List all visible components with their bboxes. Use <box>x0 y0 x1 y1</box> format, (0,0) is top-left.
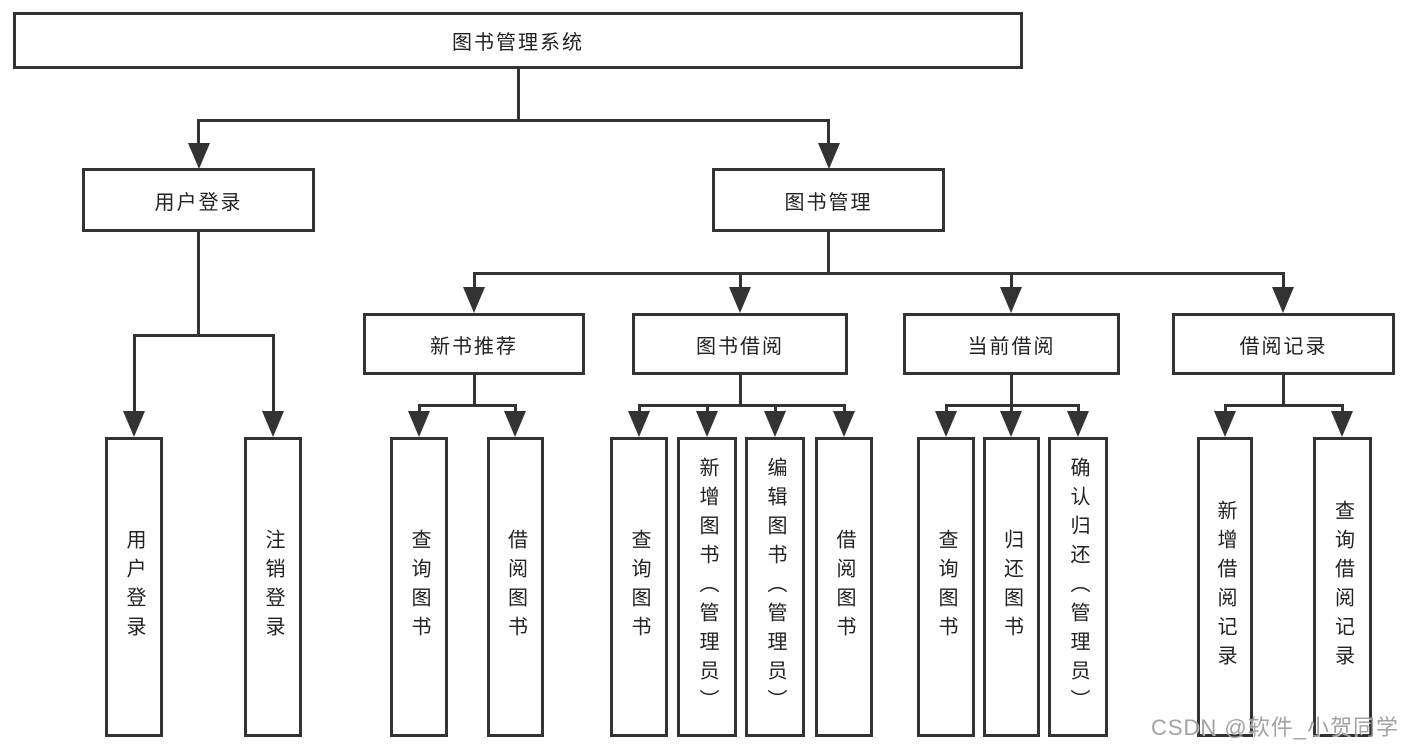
arrow-down-icon <box>262 411 284 437</box>
leaf-label: 编辑图书（管理员） <box>764 456 786 718</box>
leaf-edit-book-admin: 编辑图书（管理员） <box>745 437 805 737</box>
leaf-label: 查询图书 <box>935 529 957 645</box>
connector-bookborrow-stub <box>739 375 742 407</box>
connector-to-newbook <box>473 272 476 292</box>
node-new-book-recommend: 新书推荐 <box>363 313 585 375</box>
connector-to-leaf <box>945 404 948 415</box>
connector-to-leaf <box>272 334 275 413</box>
leaf-newbook-borrow-book: 借阅图书 <box>487 437 544 737</box>
leaf-label: 用户登录 <box>123 529 145 645</box>
arrow-down-icon <box>408 411 430 437</box>
node-current-borrow: 当前借阅 <box>903 313 1120 375</box>
node-label: 图书借阅 <box>696 335 784 358</box>
leaf-user-login: 用户登录 <box>105 437 163 737</box>
arrow-down-icon <box>818 143 840 169</box>
leaf-borrow-query-book: 查询图书 <box>610 437 668 737</box>
arrow-down-icon <box>696 411 718 437</box>
leaf-label: 查询图书 <box>408 529 430 645</box>
arrow-down-icon <box>188 143 210 169</box>
connector-to-bookborrow <box>739 272 742 292</box>
node-borrow-records: 借阅记录 <box>1172 313 1395 375</box>
node-label: 借阅记录 <box>1239 335 1328 358</box>
leaf-current-query-book: 查询图书 <box>917 437 975 737</box>
node-label: 图书管理系统 <box>452 32 584 54</box>
arrow-down-icon <box>935 411 957 437</box>
connector-to-currentborrow <box>1010 272 1013 292</box>
node-book-management: 图书管理 <box>712 168 945 232</box>
leaf-label: 查询借阅记录 <box>1331 500 1354 674</box>
arrow-down-icon <box>504 411 526 437</box>
connector-currentborrow-stub <box>1010 375 1013 407</box>
node-label: 用户登录 <box>154 191 243 214</box>
connector-level1-split <box>197 119 830 122</box>
arrow-down-icon <box>123 411 145 437</box>
connector-to-leaf <box>843 404 846 415</box>
connector-bookborrow-split <box>638 404 846 407</box>
connector-to-leaf <box>1341 404 1344 415</box>
connector-to-leaf <box>514 404 517 415</box>
node-root-library-system: 图书管理系统 <box>13 12 1023 69</box>
leaf-label: 查询图书 <box>628 529 650 645</box>
connector-newbook-stub <box>473 375 476 407</box>
csdn-watermark: CSDN @软件_小贺同学 <box>1150 715 1399 740</box>
node-label: 新书推荐 <box>430 335 518 358</box>
node-user-login: 用户登录 <box>82 168 315 232</box>
arrow-down-icon <box>729 287 751 313</box>
leaf-return-book: 归还图书 <box>983 437 1040 737</box>
connector-to-records <box>1282 272 1285 292</box>
arrow-down-icon <box>764 411 786 437</box>
connector-to-leaf <box>774 404 777 415</box>
connector-records-stub <box>1282 375 1285 407</box>
leaf-borrow-borrow-book: 借阅图书 <box>815 437 873 737</box>
connector-to-leaf <box>1010 404 1013 415</box>
leaf-add-book-admin: 新增图书（管理员） <box>677 437 737 737</box>
connector-mgmt-stub <box>827 232 830 275</box>
node-label: 当前借阅 <box>967 335 1056 358</box>
leaf-newbook-query-book: 查询图书 <box>390 437 448 737</box>
connector-to-leaf <box>1077 404 1080 415</box>
leaf-label: 新增图书（管理员） <box>696 456 718 718</box>
node-book-borrow: 图书借阅 <box>632 313 848 375</box>
connector-to-book-management <box>827 119 830 147</box>
connector-newbook-split <box>418 404 517 407</box>
leaf-label: 新增借阅记录 <box>1214 500 1236 674</box>
leaf-logout: 注销登录 <box>244 437 302 737</box>
connector-login-stub <box>197 232 200 337</box>
connector-login-split <box>133 334 275 337</box>
arrow-down-icon <box>833 411 855 437</box>
leaf-label: 注销登录 <box>262 529 284 645</box>
arrow-down-icon <box>1331 411 1353 437</box>
arrow-down-icon <box>1067 411 1089 437</box>
connector-to-leaf <box>133 334 136 413</box>
arrow-down-icon <box>628 411 650 437</box>
connector-records-split <box>1224 404 1344 407</box>
arrow-down-icon <box>1000 411 1022 437</box>
leaf-label: 归还图书 <box>1000 529 1023 645</box>
arrow-down-icon <box>1214 411 1236 437</box>
leaf-label: 借阅图书 <box>504 529 527 645</box>
arrow-down-icon <box>463 287 485 313</box>
arrow-down-icon <box>1272 287 1294 313</box>
connector-to-leaf <box>706 404 709 415</box>
connector-to-leaf <box>638 404 641 415</box>
leaf-add-borrow-record: 新增借阅记录 <box>1197 437 1253 737</box>
arrow-down-icon <box>1000 287 1022 313</box>
connector-root-stub <box>517 69 520 122</box>
leaf-label: 确认归还（管理员） <box>1067 456 1089 718</box>
connector-to-leaf <box>1224 404 1227 415</box>
leaf-query-borrow-record: 查询借阅记录 <box>1313 437 1372 737</box>
connector-to-leaf <box>418 404 421 415</box>
node-label: 图书管理 <box>784 191 873 214</box>
connector-to-user-login <box>197 119 200 147</box>
leaf-confirm-return-admin: 确认归还（管理员） <box>1048 437 1108 737</box>
connector-level2-split <box>473 272 1285 275</box>
leaf-label: 借阅图书 <box>833 529 855 645</box>
